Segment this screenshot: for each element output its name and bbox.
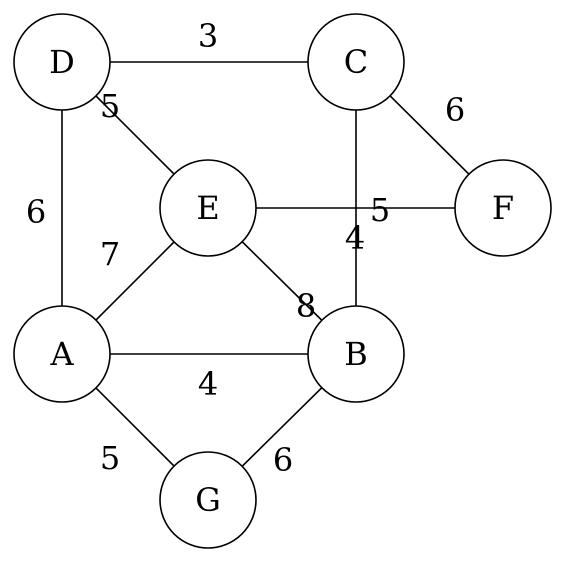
edges-layer (61, 61, 504, 501)
node-a: A (13, 305, 111, 403)
edge-weight-d-c: 3 (198, 17, 218, 55)
edge-weight-a-b: 4 (198, 365, 218, 403)
edge-weight-e-f: 5 (370, 191, 390, 229)
node-label-e: E (196, 189, 219, 227)
nodes-layer: D C E F A B G (13, 13, 552, 549)
node-circle-g (159, 451, 257, 549)
edge-weight-e-a: 7 (100, 235, 120, 273)
edge-weight-d-a: 6 (26, 193, 46, 231)
node-label-d: D (49, 43, 75, 81)
node-label-c: C (344, 43, 368, 81)
node-label-b: B (344, 335, 368, 373)
node-label-g: G (195, 481, 221, 519)
edge-weight-c-b: 4 (345, 219, 365, 257)
edge-weight-c-f: 6 (445, 91, 465, 129)
node-circle-f (454, 159, 552, 257)
node-circle-c (307, 13, 405, 111)
edge-weight-a-g: 5 (100, 439, 120, 477)
edge-weight-d-e: 5 (100, 87, 120, 125)
node-circle-b (307, 305, 405, 403)
edge-weight-b-g: 6 (273, 441, 293, 479)
node-circle-e (159, 159, 257, 257)
node-e: E (159, 159, 257, 257)
node-d: D (13, 13, 111, 111)
node-circle-d (13, 13, 111, 111)
node-label-f: F (492, 189, 514, 227)
edge-weight-e-b: 8 (296, 287, 316, 325)
node-f: F (454, 159, 552, 257)
node-b: B (307, 305, 405, 403)
node-g: G (159, 451, 257, 549)
node-c: C (307, 13, 405, 111)
node-circle-a (13, 305, 111, 403)
node-label-a: A (49, 335, 74, 373)
